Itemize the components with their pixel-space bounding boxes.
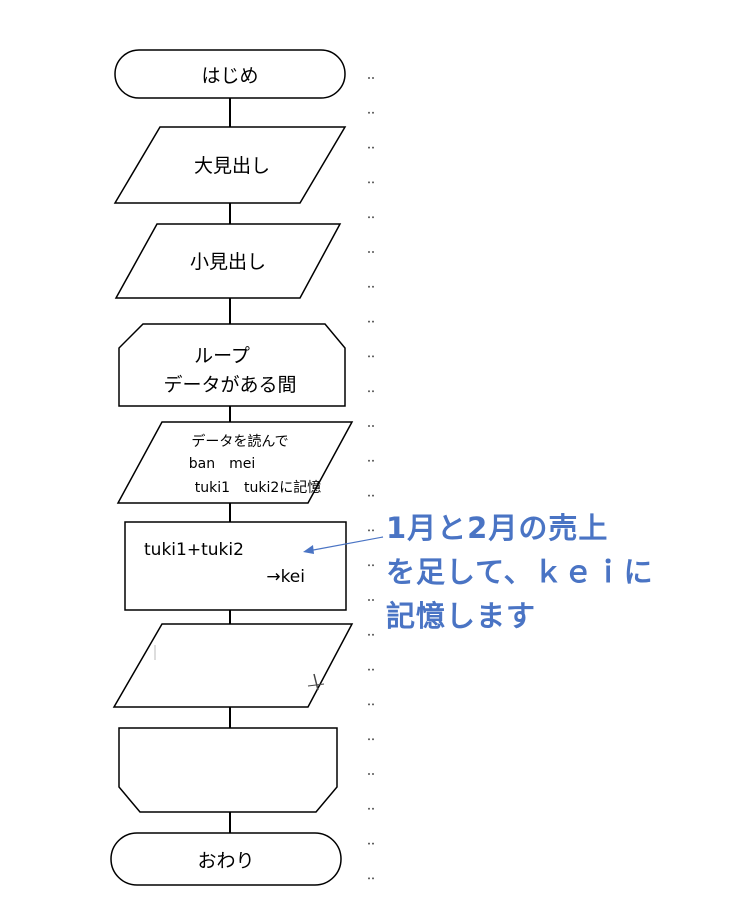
guide-dot	[368, 285, 370, 288]
process-box	[124, 521, 347, 611]
guide-dot	[368, 320, 370, 323]
start-terminal	[114, 49, 346, 99]
callout-arrowhead	[303, 545, 314, 554]
guide-dot	[372, 633, 374, 636]
guide-dot	[368, 738, 370, 741]
guide-dot	[368, 599, 370, 601]
guide-dot	[368, 216, 370, 219]
callout-annotation: 1月と2月の売上 を足して、ｋｅｉに 記憶します	[386, 506, 746, 638]
guide-dot	[368, 459, 370, 462]
output-io-shape	[112, 623, 354, 708]
guide-dot	[368, 390, 370, 393]
callout-line-2: を足して、ｋｅｉに	[386, 555, 654, 589]
callout-arrow-line	[307, 536, 384, 552]
read-label-1: データを読んで	[191, 433, 288, 450]
guide-dot	[372, 773, 374, 775]
guide-dot	[372, 564, 374, 567]
cursor-mark	[313, 673, 319, 691]
cursor-mark	[307, 683, 325, 687]
guide-dot	[372, 738, 374, 741]
guide-dot	[372, 877, 374, 880]
guide-dot	[368, 633, 370, 636]
callout-line-3: 記憶します	[386, 599, 537, 633]
guide-dot	[372, 77, 374, 79]
guide-dot	[368, 877, 370, 880]
guide-dot	[372, 146, 374, 149]
guide-dot	[372, 181, 374, 184]
guide-dot	[372, 111, 374, 114]
guide-dot	[368, 703, 370, 706]
guide-dot	[368, 529, 370, 532]
guide-dot	[372, 355, 374, 358]
guide-dot	[372, 390, 374, 393]
big-heading-io-shape	[113, 126, 347, 204]
guide-dot	[372, 494, 374, 497]
guide-dot	[372, 842, 374, 845]
guide-dot	[368, 181, 370, 184]
loop-label-2: データがある間	[163, 374, 296, 396]
guide-dot	[368, 842, 370, 845]
guide-dot	[368, 668, 370, 671]
callout-line-1: 1月と2月の売上	[386, 511, 609, 545]
guide-dot	[372, 459, 374, 462]
read-data-io-shape	[116, 421, 354, 504]
guide-dot	[372, 285, 374, 288]
read-label-2: ban mei	[189, 456, 255, 472]
guide-dot	[372, 320, 374, 323]
guide-dot	[372, 668, 374, 671]
guide-dot	[368, 564, 370, 567]
guide-dot	[368, 146, 370, 149]
guide-dot	[372, 599, 374, 601]
guide-dot	[372, 425, 374, 427]
big-heading-label: 大見出し	[194, 155, 270, 177]
loop-start-shape	[118, 323, 346, 407]
guide-dot	[368, 77, 370, 79]
guide-dot	[368, 425, 370, 427]
process-label-1: tuki1+tuki2	[144, 540, 244, 560]
process-label-2: →kei	[266, 567, 305, 587]
end-label: おわり	[197, 850, 254, 872]
guide-dot	[368, 494, 370, 497]
guide-dot	[372, 529, 374, 532]
start-label: はじめ	[201, 65, 258, 87]
small-heading-io-shape	[114, 223, 342, 299]
end-terminal	[110, 832, 342, 886]
guide-dot	[368, 807, 370, 810]
guide-dot	[372, 216, 374, 219]
loop-end-shape	[118, 727, 338, 813]
guide-dot	[368, 355, 370, 358]
guide-dot	[368, 251, 370, 253]
small-heading-label: 小見出し	[190, 251, 266, 273]
guide-dot	[368, 773, 370, 775]
guide-dot	[368, 111, 370, 114]
loop-label-1: ループ	[194, 345, 250, 367]
dotted-guide	[368, 77, 374, 880]
guide-dot	[372, 703, 374, 706]
guide-dot	[372, 251, 374, 253]
guide-dot	[372, 807, 374, 810]
read-label-3: tuki1 tuki2に記憶	[195, 479, 322, 496]
